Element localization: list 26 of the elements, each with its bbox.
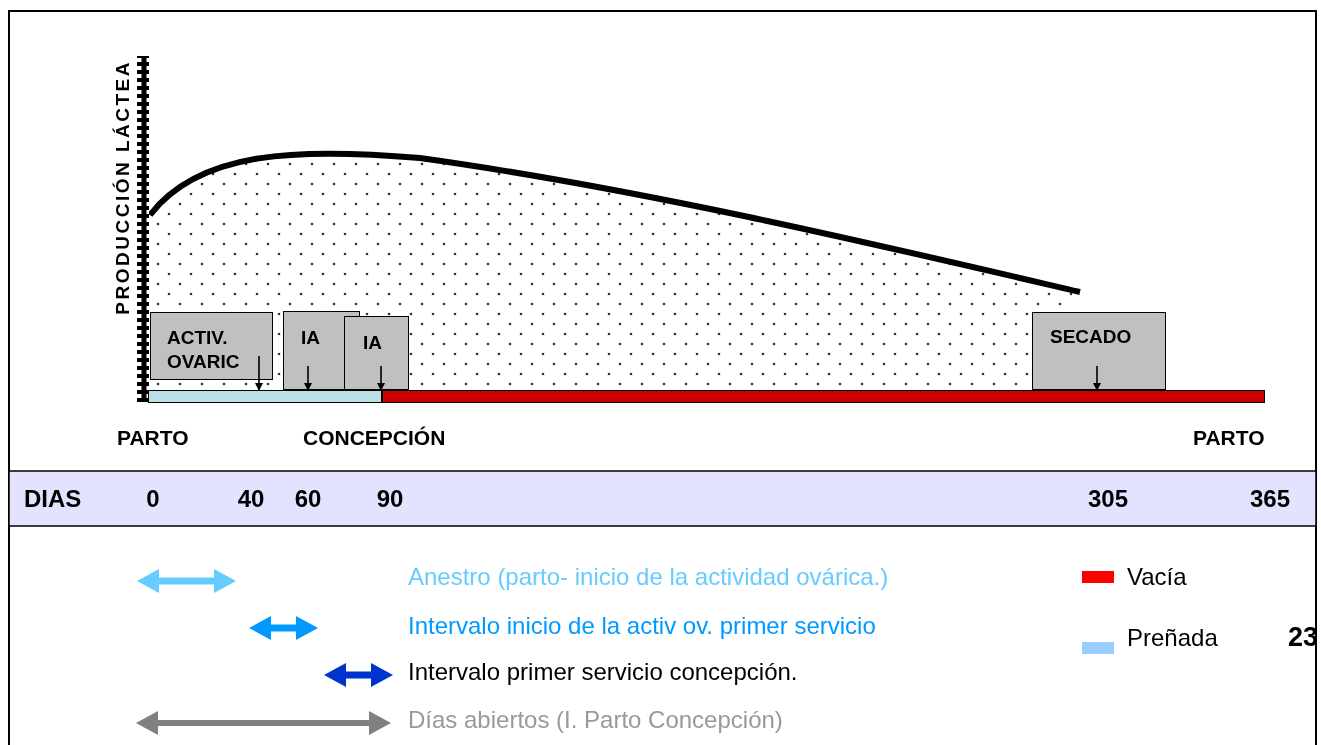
arrow [304, 365, 312, 391]
day-number: 0 [146, 485, 160, 513]
arrow [1093, 365, 1101, 391]
legend-label: Vacía [1127, 563, 1187, 591]
event-label: CONCEPCIÓN [303, 426, 446, 450]
legend-label: Anestro (parto- inicio de la actividad ovárica.) [408, 563, 889, 591]
legend-label: Intervalo primer servicio concepción. [408, 658, 798, 686]
arrow [255, 355, 263, 391]
arrow [377, 365, 385, 391]
day-number: 365 [1250, 485, 1290, 513]
process-box: ACTIV. OVARIC [150, 312, 273, 380]
day-number: 40 [237, 485, 265, 513]
axis-label: PRODUCCIÓN LÁCTEA [112, 60, 134, 315]
legend-label: Intervalo inicio de la activ ov. primer servicio [408, 612, 876, 640]
process-box: SECADO [1032, 312, 1166, 390]
axis-title: DIAS [24, 485, 82, 513]
legend-label: Días abiertos (I. Parto Concepción) [408, 706, 783, 734]
legend-label: Preñada [1127, 624, 1218, 652]
timeline-bar [148, 390, 382, 403]
timeline-bar [382, 390, 1265, 403]
day-number: 305 [1088, 485, 1128, 513]
process-box: IA [344, 316, 409, 390]
event-label: PARTO [117, 426, 189, 450]
event-label: PARTO [1193, 426, 1265, 450]
day-number: 90 [376, 485, 404, 513]
day-number: 60 [294, 485, 322, 513]
